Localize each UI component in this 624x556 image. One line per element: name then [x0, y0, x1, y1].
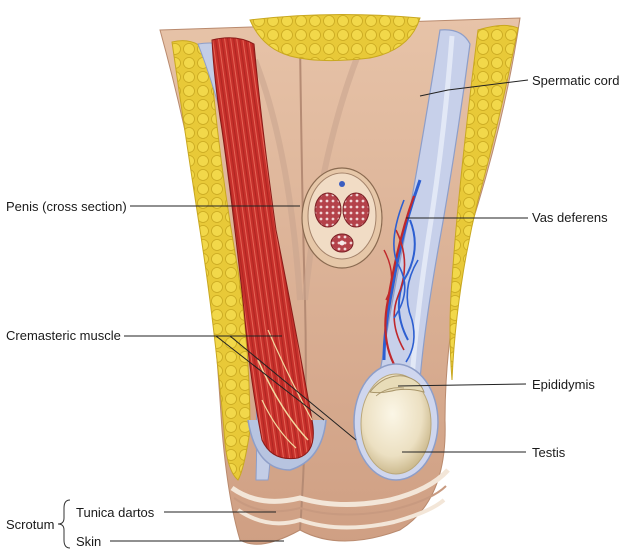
label-epididymis: Epididymis: [532, 377, 595, 392]
label-scrotum: Scrotum: [6, 517, 54, 532]
label-penis: Penis (cross section): [6, 199, 127, 214]
label-spermatic-cord: Spermatic cord: [532, 73, 619, 88]
scrotum-brace: [58, 500, 70, 548]
label-cremasteric-muscle: Cremasteric muscle: [6, 328, 121, 343]
label-vas-deferens: Vas deferens: [532, 210, 608, 225]
label-tunica-dartos: Tunica dartos: [76, 505, 155, 520]
penis-cross-section: [302, 168, 382, 268]
label-skin: Skin: [76, 534, 101, 549]
label-testis: Testis: [532, 445, 566, 460]
